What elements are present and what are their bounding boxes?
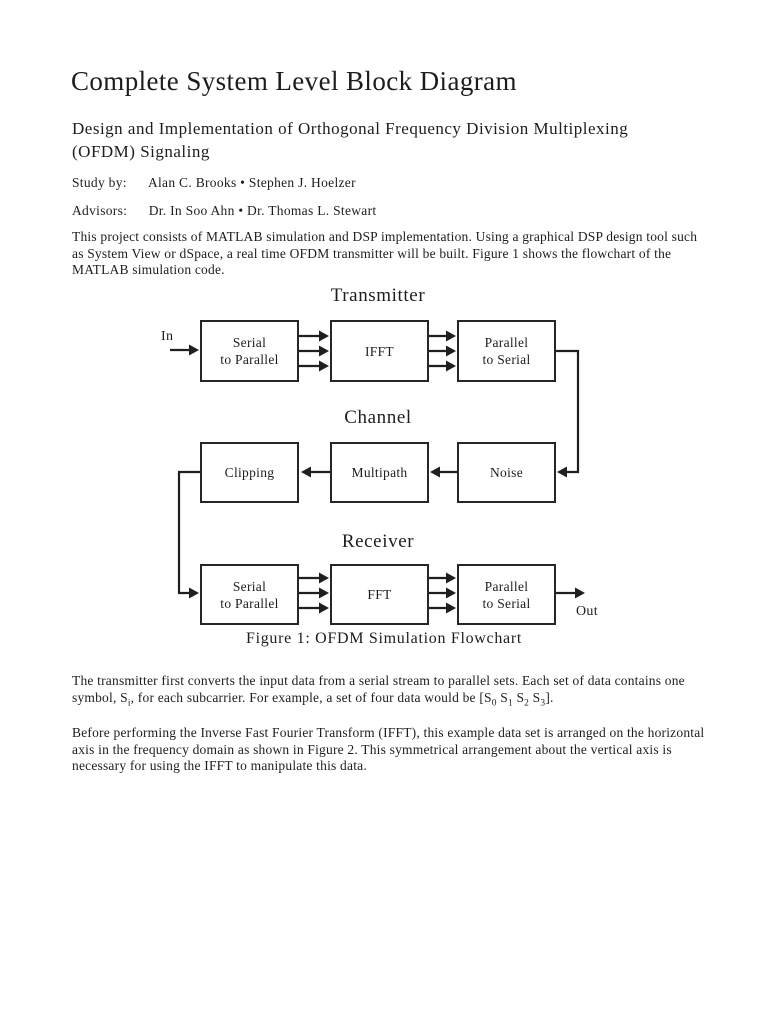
study-by-value: Alan C. Brooks • Stephen J. Hoelzer	[147, 175, 356, 190]
page-title: Complete System Level Block Diagram	[71, 66, 517, 96]
box-label: IFFT	[365, 343, 394, 359]
box-label: Serial	[232, 578, 267, 594]
channel-clipping-box: Clipping	[200, 442, 299, 503]
rx-fft-to-p2s-lines	[429, 576, 447, 610]
arrowheads	[189, 330, 585, 614]
transmitter-paragraph: The transmitter first converts the input…	[72, 673, 685, 709]
paragraph-line: The transmitter first converts the input…	[72, 673, 685, 688]
paragraph-line: Before performing the Inverse Fast Fouri…	[72, 725, 705, 740]
channel-multipath-box: Multipath	[330, 442, 429, 503]
out-label: Out	[576, 604, 598, 619]
subtitle: Design and Implementation of Orthogonal …	[72, 117, 628, 163]
rx-s2p-to-fft-lines	[299, 576, 321, 610]
channel-heading: Channel	[344, 407, 412, 428]
paragraph-line: as System View or dSpace, a real time OF…	[72, 245, 672, 261]
box-label: Serial	[232, 335, 267, 350]
paragraph-line: This project consists of MATLAB simulati…	[72, 229, 698, 244]
receiver-heading: Receiver	[341, 531, 415, 552]
in-label: In	[161, 329, 174, 344]
paragraph-line: necessary for using the IFFT to manipula…	[72, 758, 367, 773]
rx-fft-box: FFT	[330, 564, 429, 625]
box-label: to Serial	[482, 595, 531, 611]
paragraph-line: symbol, Si, for each subcarrier. For exa…	[72, 689, 554, 709]
rx-parallel-to-serial-box: Parallel to Serial	[457, 564, 556, 625]
box-label: Multipath	[351, 465, 408, 480]
box-label: FFT	[367, 587, 392, 602]
box-label: Parallel	[484, 578, 529, 594]
paragraph-line: MATLAB simulation code.	[72, 262, 225, 277]
channel-noise-box: Noise	[457, 442, 556, 503]
intro-paragraph: This project consists of MATLAB simulati…	[72, 229, 697, 279]
box-label: to Parallel	[220, 352, 279, 367]
paragraph-line: axis in the frequency domain as shown in…	[72, 741, 672, 757]
advisors-label: Advisors:	[72, 203, 128, 218]
advisors-row: Advisors: Dr. In Soo Ahn • Dr. Thomas L.…	[72, 203, 376, 219]
figure-caption: Figure 1: OFDM Simulation Flowchart	[245, 630, 523, 647]
rx-serial-to-parallel-box: Serial to Parallel	[200, 564, 299, 625]
study-by-label: Study by:	[72, 175, 127, 190]
tx-to-noise-line	[556, 349, 580, 474]
subtitle-line: (OFDM) Signaling	[72, 142, 210, 161]
study-by-row: Study by: Alan C. Brooks • Stephen J. Ho…	[72, 175, 356, 191]
tx-serial-to-parallel-box: Serial to Parallel	[200, 320, 299, 382]
box-label: Noise	[490, 465, 523, 480]
tx-ifft-box: IFFT	[330, 320, 429, 382]
transmitter-heading: Transmitter	[330, 285, 426, 306]
advisors-value: Dr. In Soo Ahn • Dr. Thomas L. Stewart	[148, 203, 377, 218]
tx-s2p-to-ifft-lines	[299, 334, 321, 368]
tx-parallel-to-serial-box: Parallel to Serial	[457, 320, 556, 382]
box-label: to Parallel	[220, 595, 279, 611]
ifft-paragraph: Before performing the Inverse Fast Fouri…	[72, 725, 704, 775]
box-label: Parallel	[484, 335, 529, 350]
box-label: Clipping	[224, 465, 275, 480]
tx-ifft-to-p2s-lines	[429, 334, 447, 368]
clipping-to-rx-line	[177, 470, 200, 595]
box-label: to Serial	[482, 352, 531, 367]
subtitle-line: Design and Implementation of Orthogonal …	[72, 119, 629, 138]
